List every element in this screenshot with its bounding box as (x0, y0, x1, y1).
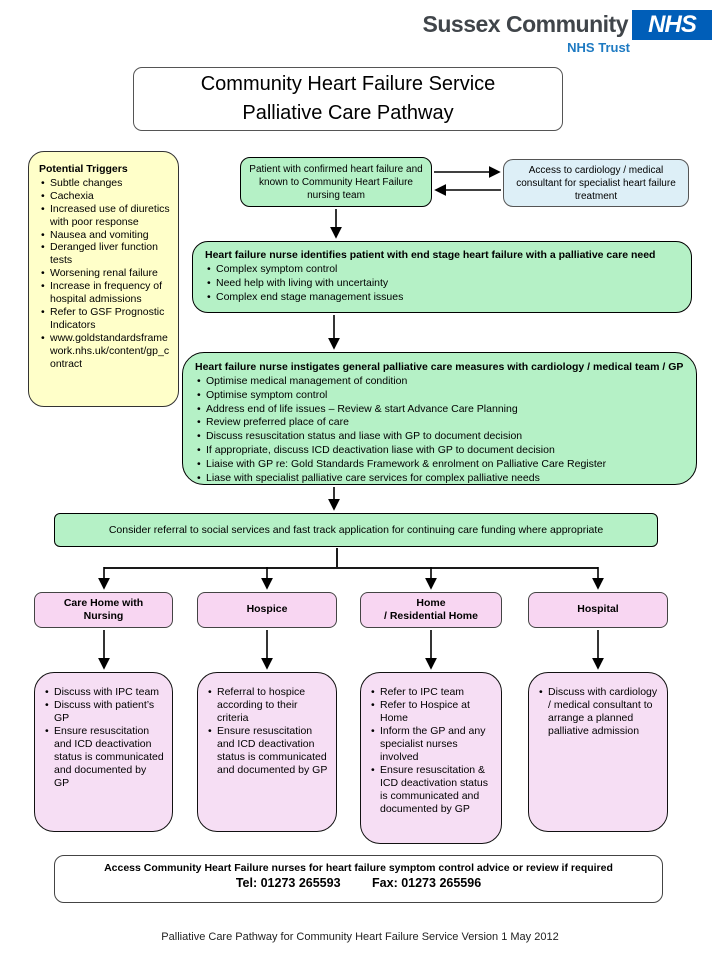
identify-box: Heart failure nurse identifies patient w… (192, 241, 692, 313)
bullet-item: Discuss with patient’s GP (43, 699, 164, 725)
setting-label: Hospice (246, 603, 288, 616)
bullet-item: Inform the GP and any specialist nurses … (369, 725, 493, 764)
referral-box: Consider referral to social services and… (54, 513, 658, 547)
bullet-item: If appropriate, discuss ICD deactivation… (195, 444, 684, 458)
setting-label: Hospital (577, 603, 619, 616)
bullet-item: Complex end stage management issues (205, 291, 679, 305)
bullet-item: Referral to hospice according to their c… (206, 686, 328, 725)
instigate-box: Heart failure nurse instigates general p… (182, 352, 697, 486)
bullet-item: Ensure resuscitation and ICD deactivatio… (206, 725, 328, 777)
triggers-box: Potential Triggers Subtle changesCachexi… (28, 151, 179, 407)
bullet-item: Subtle changes (39, 177, 170, 190)
bullet-item: Discuss with IPC team (43, 686, 164, 699)
patient-box: Patient with confirmed heart failure and… (240, 157, 432, 207)
detail-box-care-home: Discuss with IPC teamDiscuss with patien… (34, 672, 173, 832)
bullet-item: Optimise symptom control (195, 389, 684, 403)
bullet-item: www.goldstandardsframework.nhs.uk/conten… (39, 332, 170, 371)
bullet-item: Cachexia (39, 190, 170, 203)
bullet-item: Refer to IPC team (369, 686, 493, 699)
setting-box-care-home: Care Home with Nursing (34, 592, 173, 628)
detail-box-hospice: Referral to hospice according to their c… (197, 672, 337, 832)
bullet-item: Increase in frequency of hospital admiss… (39, 280, 170, 306)
fax-number: Fax: 01273 265596 (372, 876, 482, 890)
tel-number: Tel: 01273 265593 (235, 876, 341, 890)
nhs-trust-label: NHS Trust (567, 40, 630, 55)
nhs-logo: NHS (632, 10, 712, 40)
bullet-item: Nausea and vomiting (39, 229, 170, 242)
patient-box-text: Patient with confirmed heart failure and… (249, 163, 423, 201)
bullet-item: Refer to Hospice at Home (369, 699, 493, 725)
setting-box-hospital: Hospital (528, 592, 668, 628)
version-footer: Palliative Care Pathway for Community He… (161, 931, 559, 943)
bullet-item: Review preferred place of care (195, 416, 684, 430)
bullet-item: Address end of life issues – Review & st… (195, 403, 684, 417)
bullet-item: Deranged liver function tests (39, 241, 170, 267)
triggers-heading: Potential Triggers (39, 163, 128, 175)
access-contact-line: Tel: 01273 265593 Fax: 01273 265596 (55, 876, 662, 890)
bullet-item: Optimise medical management of condition (195, 375, 684, 389)
access-box: Access Community Heart Failure nurses fo… (54, 855, 663, 903)
home-actions-list: Refer to IPC teamRefer to Hospice at Hom… (369, 686, 493, 816)
bullet-item: Ensure resuscitation & ICD deactivation … (369, 764, 493, 816)
setting-label: Home / Residential Home (384, 596, 478, 622)
bullet-item: Ensure resuscitation and ICD deactivatio… (43, 725, 164, 790)
cardiology-box-text: Access to cardiology / medical consultan… (516, 164, 676, 202)
bullet-item: Worsening renal failure (39, 267, 170, 280)
access-box-text: Access Community Heart Failure nurses fo… (104, 862, 613, 874)
cardiology-box: Access to cardiology / medical consultan… (503, 159, 689, 207)
instigate-heading: Heart failure nurse instigates general p… (195, 361, 684, 373)
instigate-list: Optimise medical management of condition… (195, 375, 684, 486)
page-title-line1: Community Heart Failure Service (200, 73, 496, 95)
bullet-item: Refer to GSF Prognostic Indicators (39, 306, 170, 332)
detail-box-hospital: Discuss with cardiology / medical consul… (528, 672, 668, 832)
bullet-item: Liase with specialist palliative care se… (195, 472, 684, 486)
bullet-item: Need help with living with uncertainty (205, 277, 679, 291)
bullet-item: Discuss resuscitation status and liase w… (195, 430, 684, 444)
page-title-line2: Palliative Care Pathway (242, 102, 454, 124)
referral-box-text: Consider referral to social services and… (108, 524, 604, 536)
setting-box-home: Home / Residential Home (360, 592, 502, 628)
bullet-item: Liaise with GP re: Gold Standards Framew… (195, 458, 684, 472)
hospital-actions-list: Discuss with cardiology / medical consul… (537, 686, 659, 738)
identify-list: Complex symptom controlNeed help with li… (205, 263, 679, 305)
detail-box-home: Refer to IPC teamRefer to Hospice at Hom… (360, 672, 502, 844)
setting-box-hospice: Hospice (197, 592, 337, 628)
setting-label: Care Home with Nursing (63, 596, 144, 622)
title-box: Community Heart Failure Service Palliati… (133, 67, 563, 131)
bullet-item: Complex symptom control (205, 263, 679, 277)
care-home-actions-list: Discuss with IPC teamDiscuss with patien… (43, 686, 164, 790)
bullet-item: Increased use of diuretics with poor res… (39, 203, 170, 229)
hospice-actions-list: Referral to hospice according to their c… (206, 686, 328, 777)
bullet-item: Discuss with cardiology / medical consul… (537, 686, 659, 738)
org-name: Sussex Community (422, 11, 629, 37)
identify-heading: Heart failure nurse identifies patient w… (205, 249, 656, 261)
triggers-list: Subtle changesCachexiaIncreased use of d… (39, 177, 170, 371)
